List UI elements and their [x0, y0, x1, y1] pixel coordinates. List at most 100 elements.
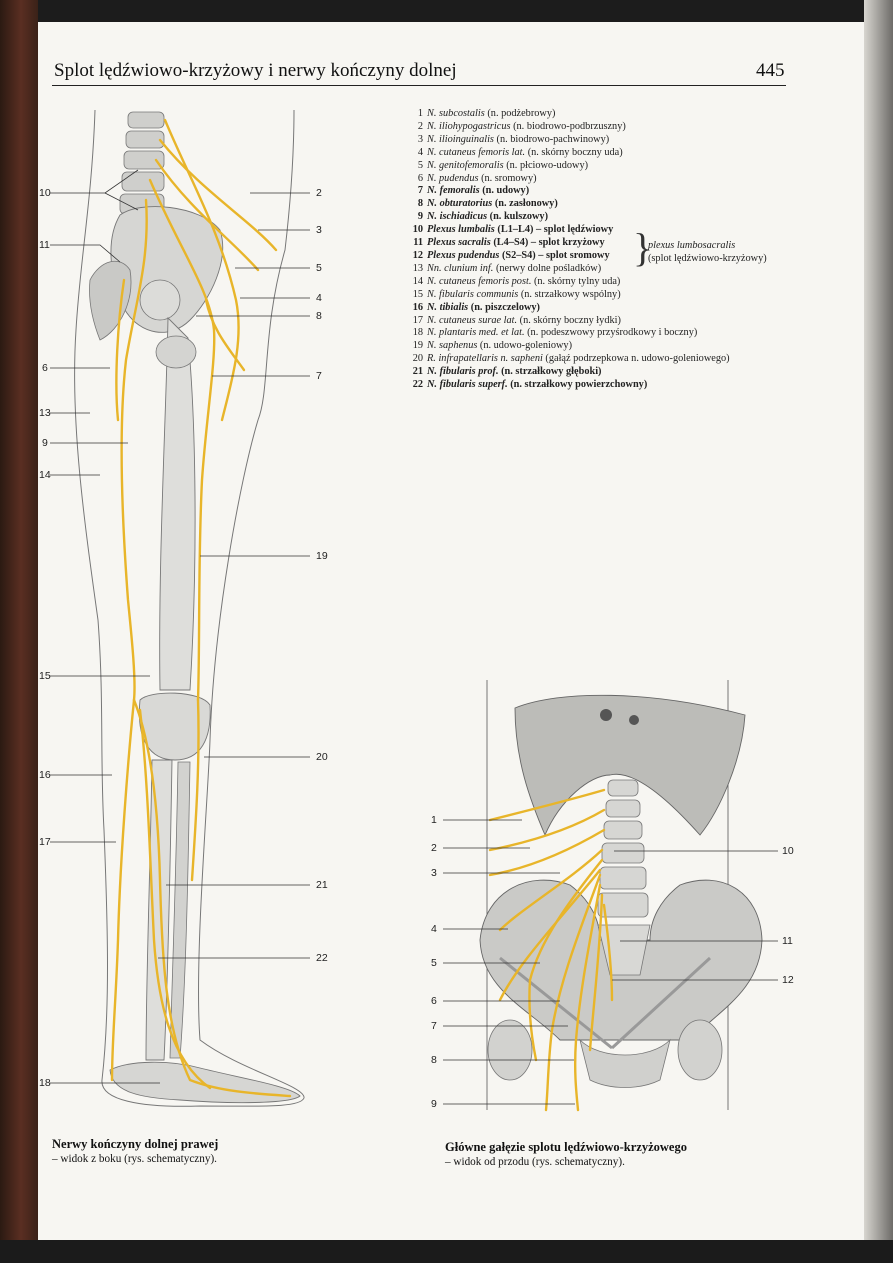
- legend-number: 16: [412, 301, 423, 313]
- header-rule: [52, 85, 786, 86]
- legend-latin: N. fibularis communis: [427, 288, 519, 300]
- callout-12-right: 12: [782, 974, 794, 986]
- legend-item: 6 N. pudendus (n. sromowy): [409, 173, 789, 186]
- bottom-edge: [0, 1240, 893, 1263]
- legend-number: 7: [417, 185, 423, 197]
- legend-polish: (n. strzałkowy wspólny): [520, 288, 621, 300]
- page-number: 445: [756, 60, 785, 81]
- legend-number: 3: [417, 133, 423, 145]
- page-edge: [864, 0, 893, 1263]
- legend-latin: N. femoralis: [427, 185, 480, 197]
- legend-number: 15: [412, 288, 423, 300]
- legend-number: 21: [412, 366, 423, 378]
- callout-22-left: 22: [316, 952, 328, 964]
- caption-right-sub: – widok od przodu (rys. schematyczny).: [445, 1156, 625, 1168]
- legend-number: 19: [412, 340, 423, 352]
- legend-latin: N. genitofemoralis: [427, 159, 504, 171]
- legend-number: 17: [412, 314, 423, 326]
- legend-number: 4: [417, 146, 423, 158]
- legend-number: 22: [412, 379, 423, 391]
- callout-9-right: 9: [431, 1098, 437, 1110]
- brace-note-latin: plexus lumbosacralis: [648, 240, 736, 251]
- legend-polish: (n. podeszwowy przyśrodkowy i boczny): [527, 327, 698, 339]
- legend-polish: (n. skórny tylny uda): [533, 275, 621, 287]
- legend-item: 1 N. subcostalis (n. podżebrowy): [409, 108, 789, 121]
- legend-polish: (L4–S4) – splot krzyżowy: [493, 237, 605, 249]
- legend-latin: N. obturatorius: [427, 198, 493, 210]
- legend-latin: N. pudendus: [427, 172, 479, 184]
- callout-11-right: 11: [782, 935, 793, 947]
- legend-polish: (n. kulszowy): [489, 211, 549, 223]
- legend-polish: (n. sromowy): [481, 172, 537, 184]
- legend-latin: R. infrapatellaris n. sapheni: [427, 353, 543, 365]
- plexus-illustration: [443, 680, 778, 1112]
- legend-item: 7 N. femoralis (n. udowy): [409, 185, 789, 198]
- callout-9-left: 9: [42, 437, 48, 449]
- legend-item: 3 N. ilioinguinalis (n. biodrowo-pachwino…: [409, 134, 789, 147]
- callout-13-left: 13: [39, 407, 51, 419]
- legend-latin: N. ilioinguinalis: [427, 133, 494, 145]
- legend-polish: (gałąź podrzepkowa n. udowo-goleniowego): [545, 353, 730, 365]
- legend-latin: N. plantaris med. et lat.: [427, 327, 525, 339]
- callout-14-left: 14: [39, 469, 51, 481]
- legend-polish: (n. strzałkowy głęboki): [501, 366, 602, 378]
- caption-left-sub: – widok z boku (rys. schematyczny).: [52, 1153, 217, 1165]
- callout-7-right: 7: [431, 1020, 437, 1032]
- callout-3-left: 3: [316, 224, 322, 236]
- legend-polish: (n. biodrowo-podbrzuszny): [513, 120, 626, 132]
- callout-10-right: 10: [782, 845, 794, 857]
- callout-15-left: 15: [39, 670, 51, 682]
- legend-polish: (n. udowy): [482, 185, 530, 197]
- legend-number: 6: [417, 172, 423, 184]
- leg-illustration: [50, 109, 310, 1107]
- legend-number: 8: [417, 198, 423, 210]
- legend-polish: (n. zasłonowy): [494, 198, 558, 210]
- callout-17-left: 17: [39, 836, 51, 848]
- legend-polish: (n. udowo-goleniowy): [479, 340, 573, 352]
- legend-latin: Plexus pudendus: [427, 249, 500, 261]
- legend-number: 14: [412, 275, 423, 287]
- legend-polish: (n. płciowo-udowy): [506, 159, 589, 171]
- callout-19-left: 19: [316, 550, 328, 562]
- legend-number: 18: [412, 327, 423, 339]
- legend-item: 17 N. cutaneus surae lat. (n. skórny bocz…: [409, 315, 789, 328]
- callout-16-left: 16: [39, 769, 51, 781]
- callout-7-left: 7: [316, 370, 322, 382]
- callout-18-left: 18: [39, 1077, 51, 1089]
- legend-polish: (L1–L4) – splot lędźwiowy: [497, 224, 614, 236]
- legend-item: 5 N. genitofemoralis (n. płciowo-udowy): [409, 160, 789, 173]
- legend-latin: N. saphenus: [427, 340, 478, 352]
- callout-2-right: 2: [431, 842, 437, 854]
- legend-polish: (n. podżebrowy): [487, 108, 556, 119]
- page-title: Splot lędźwiowo-krzyżowy i nerwy kończyn…: [54, 60, 457, 81]
- legend-polish: (nerwy dolne pośladków): [495, 262, 602, 274]
- legend-number: 20: [412, 353, 423, 365]
- callout-3-right: 3: [431, 867, 437, 879]
- legend-latin: N. subcostalis: [427, 108, 485, 119]
- legend-latin: N. cutaneus surae lat.: [427, 314, 518, 326]
- callout-2-left: 2: [316, 187, 322, 199]
- callout-4-right: 4: [431, 923, 437, 935]
- legend-item: 8 N. obturatorius (n. zasłonowy): [409, 198, 789, 211]
- legend-item: 15 N. fibularis communis (n. strzałkowy w…: [409, 289, 789, 302]
- legend-number: 1: [417, 108, 423, 119]
- legend-number: 5: [417, 159, 423, 171]
- callout-6-left: 6: [42, 362, 48, 374]
- legend-number: 2: [417, 120, 423, 132]
- legend-polish: (n. skórny boczny łydki): [519, 314, 621, 326]
- legend-polish: (n. piszczelowy): [470, 301, 540, 313]
- legend-number: 10: [412, 224, 423, 236]
- callout-5-left: 5: [316, 262, 322, 274]
- callout-4-left: 4: [316, 292, 322, 304]
- legend-polish: (n. biodrowo-pachwinowy): [496, 133, 610, 145]
- legend-latin: N. ischiadicus: [427, 211, 488, 223]
- brace-icon: }: [633, 225, 653, 270]
